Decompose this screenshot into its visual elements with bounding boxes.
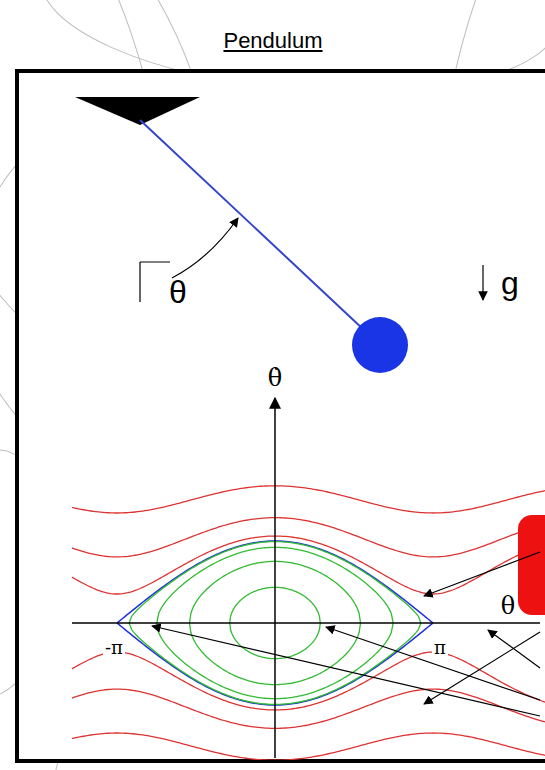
- pointer-arrow: [424, 552, 540, 596]
- tick-label: -π: [103, 639, 125, 657]
- rotation-orbit: [72, 536, 545, 594]
- rod: [140, 120, 380, 345]
- rotation-orbit: [72, 518, 545, 557]
- rotation-orbit: [72, 486, 545, 513]
- pointer-arrow: [326, 627, 540, 700]
- angle-arrow: [172, 218, 238, 278]
- slide-title: Pendulum: [223, 30, 322, 52]
- pointer-arrows: [152, 552, 540, 716]
- gravity-label: g: [501, 267, 519, 299]
- red-tag: [518, 515, 545, 615]
- bob: [352, 317, 408, 373]
- theta-axis: [72, 622, 540, 624]
- frame: [17, 71, 545, 761]
- pointer-arrow: [152, 626, 540, 716]
- angle-label: θ: [169, 276, 187, 308]
- axis-label: θ̇: [268, 366, 282, 390]
- axis-label: θ: [501, 594, 515, 618]
- vertical-reference: [140, 262, 170, 302]
- gravity-arrow: [482, 265, 483, 300]
- pointer-arrow: [488, 630, 540, 668]
- phase-portrait: [72, 486, 545, 760]
- rotation-orbit: [72, 689, 545, 728]
- rotation-orbit: [72, 733, 545, 760]
- thetadot-axis: [274, 398, 276, 758]
- pivot: [75, 97, 200, 125]
- tick-label: π: [432, 639, 448, 657]
